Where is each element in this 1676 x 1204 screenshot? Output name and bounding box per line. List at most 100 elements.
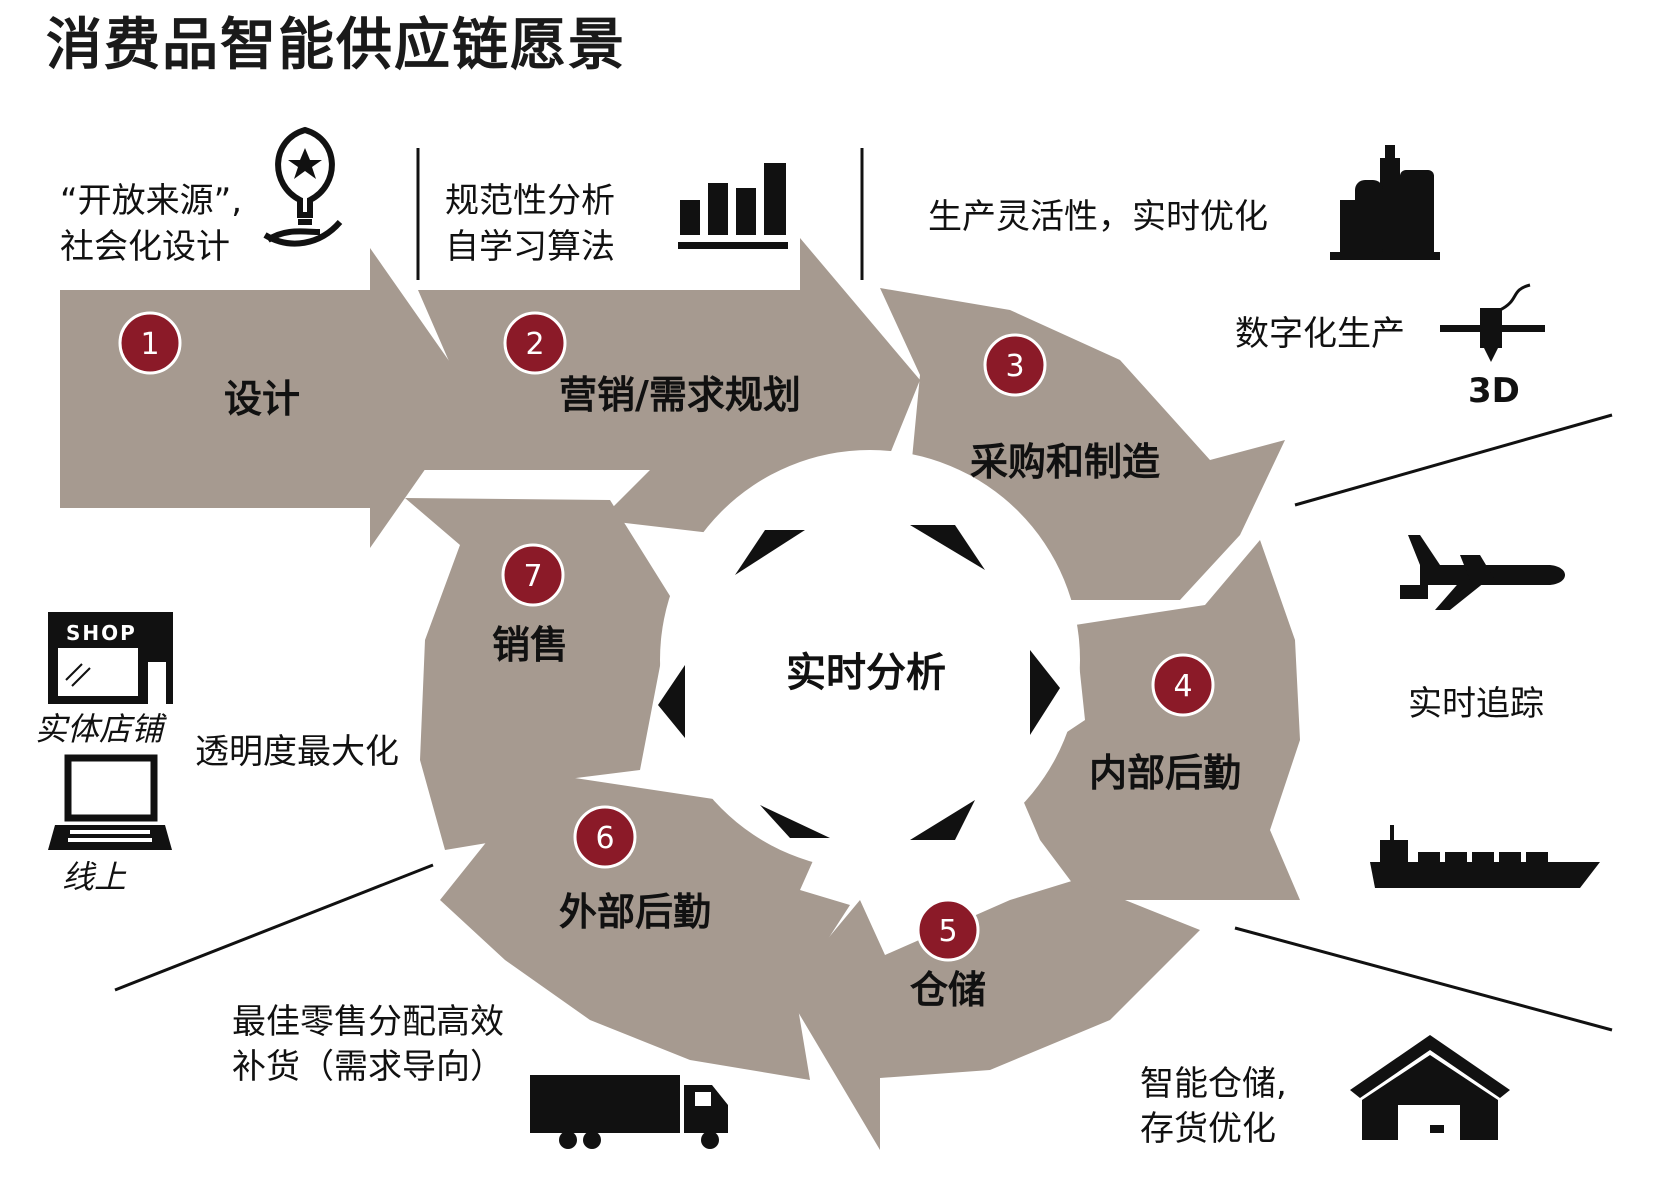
warehouse-icon-box [1430,1125,1444,1133]
annotation-smart-storage-1: 智能仓储, [1140,1064,1287,1104]
stage-badge [916,898,980,962]
printer-icon-head [1480,308,1502,348]
annotation-online: 线上 [62,858,127,896]
laptop-icon-screen [64,754,158,822]
shop-icon-sign: SHOP [66,621,137,645]
stage-badge [503,311,567,375]
annotation-realtime-tracking: 实时追踪 [1408,684,1544,724]
dividers [114,148,1613,1032]
truck-icon-wheel [701,1131,719,1149]
divider-line [1234,926,1613,1032]
bar-chart-icon-base [678,242,788,249]
airplane-icon-tail [1408,535,1440,565]
shop-icon-door [148,662,166,704]
stage-2: 2 营销/需求规划 [503,311,801,417]
stage-7: 7 销售 [492,543,568,667]
factory-icon [1330,145,1440,260]
arrow-outbound [440,775,850,1080]
arrow-inbound [1010,540,1300,900]
hub-arrowheads [658,525,1060,840]
hub-arrowhead [658,665,685,738]
shop-icon: SHOP [48,612,173,704]
annotation-open-source-1: “开放来源”, [60,181,242,221]
airplane-icon [1400,535,1565,610]
ship-icon [1370,825,1600,888]
truck-icon-wheel [559,1131,577,1149]
laptop-icon-keyboard [48,825,172,850]
divider-line [1294,413,1613,507]
stage-label: 外部后勤 [559,890,711,934]
hub-arrowhead [910,525,985,570]
center-label: 实时分析 [786,650,946,696]
stage-badge [1151,653,1215,717]
warehouse-icon [1350,1035,1510,1140]
airplane-icon-wing [1460,555,1495,580]
truck-icon-trailer [530,1075,680,1133]
arrow-sourcing [880,288,1285,600]
ship-icon-bridge [1380,840,1408,864]
truck-icon [530,1075,728,1149]
shop-icon-glare [71,667,91,687]
printer-icon-nozzle [1484,348,1498,362]
ship-icon-container [1418,852,1440,862]
factory-icon-tank [1400,170,1434,258]
page-title: 消费品智能供应链愿景 [46,12,626,78]
stage-number: 5 [938,914,957,949]
stage-label: 仓储 [910,968,986,1012]
hub-arrowhead [1030,650,1060,735]
stage-number: 7 [523,559,542,594]
stage-number: 2 [525,327,544,362]
stage-1: 1 设计 [118,311,300,421]
arrow-warehouse [785,880,1200,1150]
hub-arrowhead [760,805,830,838]
laptop-icon [48,754,172,850]
annotation-physical-store: 实体店铺 [35,710,167,748]
annotation-analytics-1: 规范性分析 [445,181,615,221]
stage-label: 内部后勤 [1089,751,1241,795]
factory-icon-tower [1385,145,1395,160]
bar-chart-icon-bar [708,183,728,235]
bar-chart-icon-bar [680,200,700,235]
laptop-icon-keys [68,838,152,842]
stage-badge [118,311,182,375]
shop-icon-glare [65,663,83,681]
annotation-digital-production: 数字化生产 [1235,314,1405,354]
stage-badge [983,333,1047,397]
ship-icon-container [1472,852,1494,862]
ship-icon-container [1445,852,1467,862]
truck-icon-window [695,1092,711,1106]
annotation-open-source-2: 社会化设计 [60,227,230,267]
stage-badge [501,543,565,607]
stage-number: 4 [1173,669,1192,704]
annotation-smart-storage-2: 存货优化 [1140,1109,1276,1149]
truck-icon-wheel [583,1131,601,1149]
stage-6: 6 外部后勤 [559,805,711,934]
factory-icon-tank [1355,180,1383,258]
warehouse-icon-walls [1362,1055,1498,1140]
stage-label: 采购和制造 [970,440,1160,484]
annotation-replenishment-1: 最佳零售分配高效 [232,1002,504,1042]
annotation-production-flex: 生产灵活性，实时优化 [928,197,1268,237]
laptop-icon-keys [70,830,150,834]
stage-badge [573,805,637,869]
factory-icon-tower [1380,158,1400,258]
shop-icon-window [58,648,138,696]
bar-chart-icon-bar [736,188,756,235]
hub-arrowhead [910,800,975,840]
divider-line [114,863,434,992]
annotation-transparency: 透明度最大化 [195,732,399,772]
ship-icon-mast [1390,825,1394,841]
factory-icon-base [1330,252,1440,260]
stage-label: 销售 [492,623,568,667]
stage-number: 1 [140,327,159,362]
warehouse-icon-roof [1350,1035,1510,1098]
ship-icon-hull [1370,862,1600,888]
ship-icon-container [1526,852,1548,862]
bar-chart-icon-bar [764,163,786,235]
printer-icon-filament [1499,283,1531,312]
printer-icon-label: 3D [1468,371,1520,411]
stage-label: 营销/需求规划 [559,373,801,417]
airplane-icon-cargo [1400,585,1428,599]
arrow-sales [405,498,710,850]
